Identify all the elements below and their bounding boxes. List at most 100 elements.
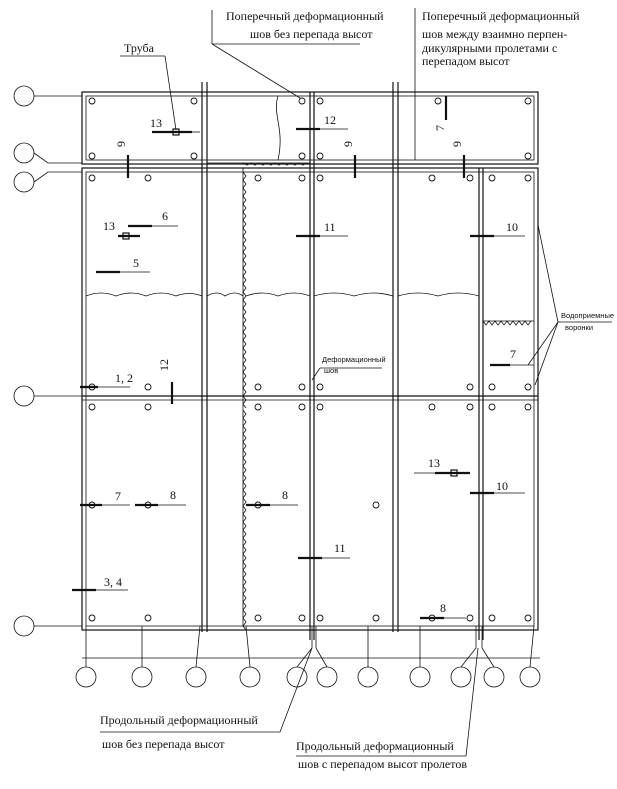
axis-marker (13, 142, 35, 164)
long-joint-label-1a: Продольный деформационный (100, 713, 258, 727)
bolt-hole (88, 97, 96, 105)
bolt-hole (316, 383, 324, 391)
axis-marker (357, 666, 379, 688)
node-label: 11 (324, 220, 336, 234)
bolt-hole (488, 403, 496, 411)
node-label: 10 (496, 479, 508, 493)
bolt-hole (254, 614, 262, 622)
bottom-axis-markers (75, 625, 541, 688)
axis-marker (316, 666, 338, 688)
axis-marker (239, 666, 261, 688)
bolt-hole (488, 614, 496, 622)
node-label: 13 (150, 116, 162, 130)
bolt-hole (254, 383, 262, 391)
node-label: 8 (170, 488, 176, 502)
node-label: 7 (115, 489, 121, 503)
left-axis-markers (13, 85, 82, 637)
bolt-hole (316, 403, 324, 411)
node-label: 6 (162, 209, 168, 223)
bolt-hole (488, 383, 496, 391)
bolt-hole (316, 152, 324, 160)
node-label: 9 (341, 141, 355, 147)
axis-marker (519, 666, 541, 688)
bolt-hole (298, 403, 306, 411)
bolt-hole (144, 174, 152, 182)
bolt-hole (488, 174, 496, 182)
bolt-hole (298, 97, 306, 105)
deform-joint-label-2: шов (324, 366, 338, 375)
axis-marker (13, 615, 35, 637)
axis-marker (13, 385, 35, 407)
bolt-hole (298, 383, 306, 391)
transverse-joint-label-2b: шов между взаимно перпен- (422, 27, 567, 41)
bolt-hole (88, 152, 96, 160)
bolt-hole (466, 383, 474, 391)
bolt-hole (466, 174, 474, 182)
bolt-hole (316, 614, 324, 622)
bolt-hole (144, 383, 152, 391)
bolt-hole (88, 614, 96, 622)
axis-marker (13, 85, 35, 107)
bolt-hole (316, 97, 324, 105)
axis-marker (185, 666, 207, 688)
bolt-hole (524, 97, 532, 105)
transverse-joint-label-2c: дикулярными пролетами с (422, 41, 557, 55)
node-label: 13 (103, 219, 115, 233)
break-line (85, 292, 480, 297)
bolt-hole (524, 152, 532, 160)
node-label: 7 (433, 125, 447, 131)
transverse-joint-label-2d: перепадом высот (422, 54, 510, 68)
bolt-hole (316, 174, 324, 182)
bolt-hole (434, 97, 442, 105)
vertical-joints (201, 82, 484, 640)
deform-joint-label-1: Деформационный (322, 355, 386, 364)
axis-marker (75, 666, 97, 688)
bolt-hole (428, 174, 436, 182)
transverse-joint-label-1: Поперечный деформационный (226, 9, 384, 23)
drain-funnels-label-2: воронки (565, 323, 593, 332)
node-label: 9 (114, 141, 128, 147)
transverse-joint-label-2: Поперечный деформационный (422, 9, 580, 23)
node-label: 9 (450, 141, 464, 147)
node-label: 3, 4 (104, 575, 122, 589)
bolt-hole (524, 403, 532, 411)
bolt-hole (428, 403, 436, 411)
bolt-hole (88, 403, 96, 411)
bolt-hole (524, 383, 532, 391)
node-label: 13 (428, 456, 440, 470)
bolt-hole (88, 174, 96, 182)
axis-marker (409, 666, 431, 688)
long-joint-label-2a: Продольный деформационный (296, 739, 454, 753)
transverse-joint-label-1b: шов без перепада высот (250, 27, 373, 41)
node-label: 7 (510, 347, 516, 361)
bolt-hole (298, 174, 306, 182)
bolt-hole (254, 403, 262, 411)
node-label: 11 (334, 541, 346, 555)
leader-lines (100, 8, 612, 757)
node-label: 1, 2 (115, 371, 133, 385)
node-label: 8 (440, 601, 446, 615)
node-label: 12 (324, 113, 336, 127)
drain-funnels-label-1: Водоприемные (561, 311, 614, 320)
node-label: 5 (133, 256, 139, 270)
axis-marker (13, 171, 35, 193)
bolt-hole (466, 614, 474, 622)
axis-marker (483, 666, 505, 688)
node-label: 12 (157, 359, 171, 371)
bolt-hole (144, 614, 152, 622)
bolt-hole (298, 614, 306, 622)
bolt-hole (298, 152, 306, 160)
bolt-hole (524, 174, 532, 182)
node-label: 10 (506, 220, 518, 234)
long-joint-label-2b: шов с перепадом высот пролетов (298, 757, 467, 771)
bolt-hole (190, 152, 198, 160)
bolt-hole (372, 501, 380, 509)
bolt-hole (372, 614, 380, 622)
node-label: 8 (282, 488, 288, 502)
long-joint-label-1b: шов без перепада высот (102, 737, 225, 751)
bolt-hole (254, 174, 262, 182)
axis-marker (450, 666, 472, 688)
bolt-hole (466, 403, 474, 411)
section-marks (72, 96, 534, 620)
